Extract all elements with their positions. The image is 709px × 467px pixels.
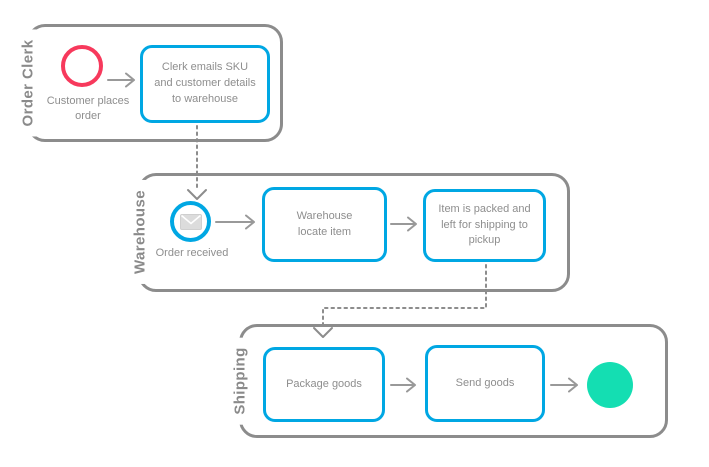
task-send-goods-label: Send goods [455, 376, 515, 389]
end-event-circle[interactable] [587, 362, 633, 408]
task-item-packed[interactable]: Item is packed and left for shipping to … [423, 189, 546, 262]
task-clerk-emails-label: Clerk emails SKU and customer details to… [154, 61, 256, 105]
task-send-goods[interactable]: Send goods [425, 345, 545, 422]
lane-label-order-clerk: Order Clerk [17, 29, 39, 137]
task-clerk-emails[interactable]: Clerk emails SKU and customer details to… [140, 45, 270, 123]
task-locate-item[interactable]: Warehouse locate item [262, 187, 387, 262]
message-event-label: Order received [155, 247, 229, 259]
lane-label-warehouse: Warehouse [129, 180, 151, 284]
start-event-circle[interactable] [61, 45, 103, 87]
task-package-goods[interactable]: Package goods [263, 347, 385, 422]
start-event-label: Customer places order [46, 95, 130, 122]
message-event-circle[interactable] [170, 201, 211, 242]
envelope-icon [179, 213, 202, 230]
task-package-goods-label: Package goods [286, 377, 362, 390]
lane-label-shipping: Shipping [229, 337, 251, 425]
task-locate-item-label: Warehouse locate item [296, 209, 353, 238]
task-item-packed-label: Item is packed and left for shipping to … [438, 202, 531, 247]
